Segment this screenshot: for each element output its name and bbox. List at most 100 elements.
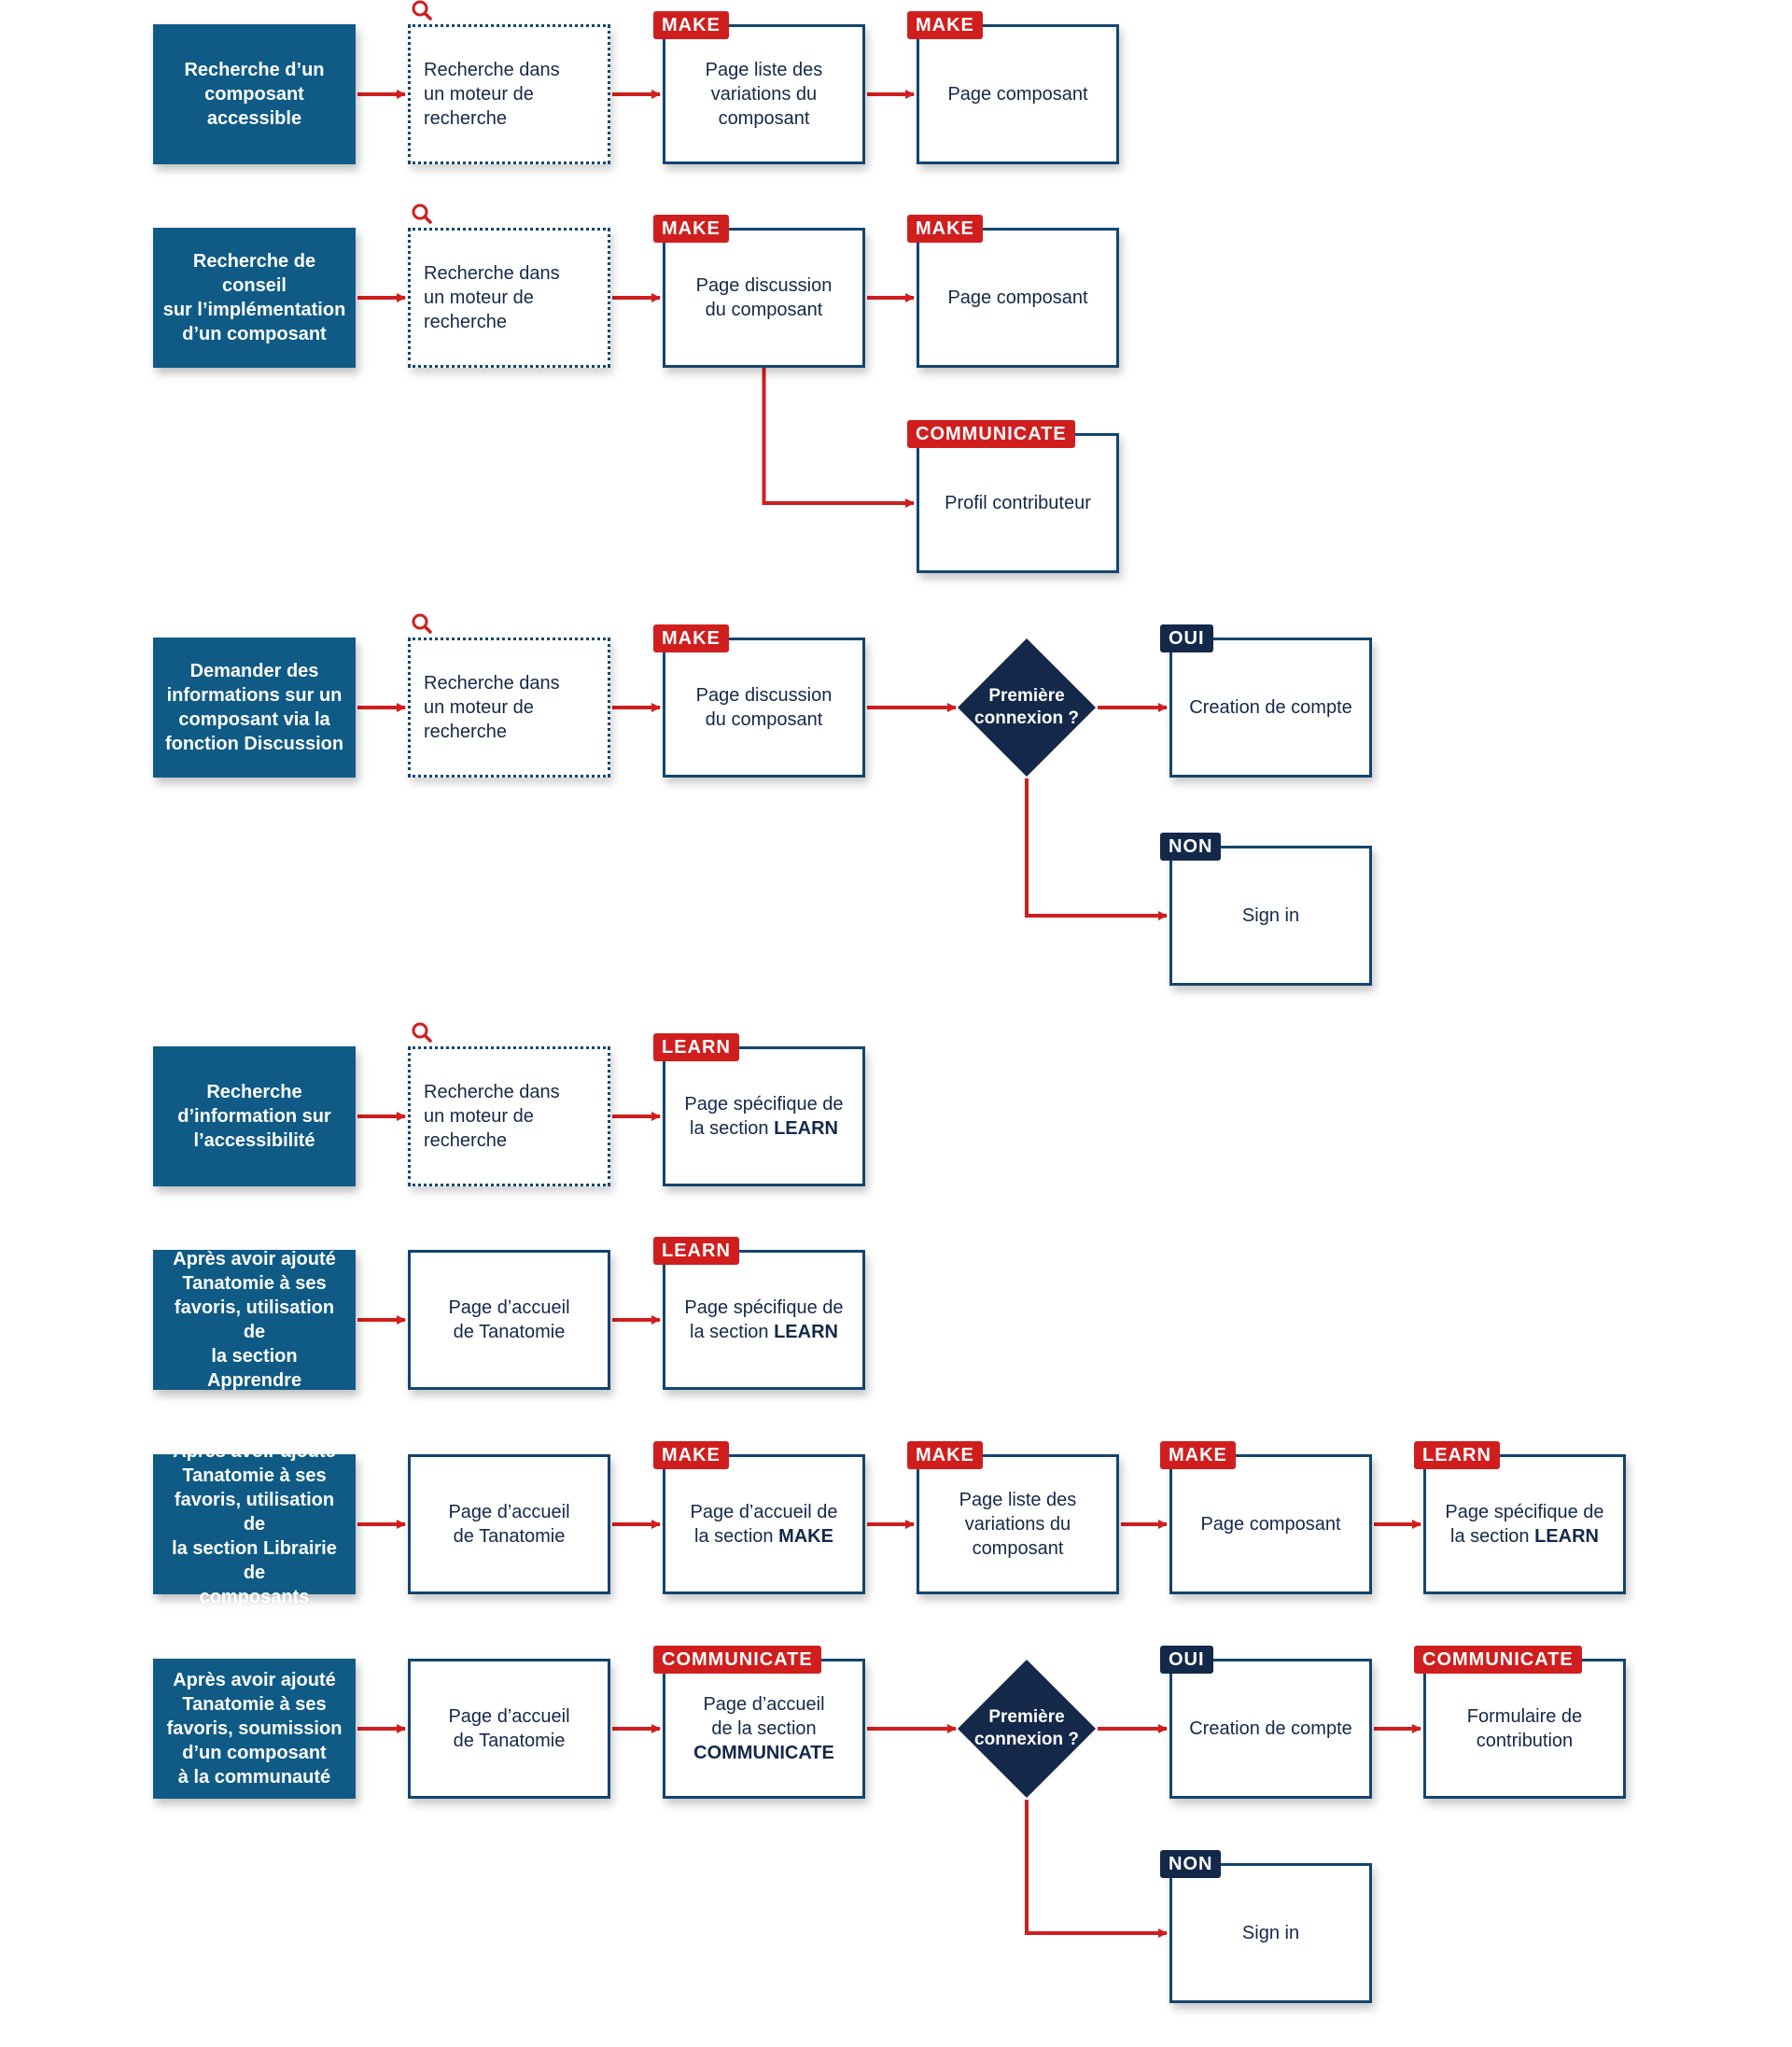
- box-label: Recherche dans un moteur de recherche: [424, 263, 560, 332]
- section-tag: COMMUNICATE: [653, 1646, 821, 1674]
- box-text: Page composant: [1200, 1512, 1340, 1536]
- box-text: Page d’accueil de la section COMMUNICATE: [693, 1692, 834, 1765]
- box-text: Recherche d’un composant accessible: [162, 58, 346, 131]
- magnifier-icon: [412, 0, 432, 21]
- box-text: Creation de compte: [1189, 1717, 1352, 1741]
- search-engine-box: Recherche dans un moteur de recherche: [408, 613, 610, 778]
- box-text: Recherche dans un moteur de recherche: [424, 671, 560, 744]
- page-box-home: Page d’accueil de Tanatomie: [408, 1454, 610, 1594]
- flow-start-box: Recherche d’information sur l’accessibil…: [153, 1046, 356, 1186]
- section-keyword: LEARN: [1534, 1526, 1599, 1547]
- page-box-profile: Profil contributeur: [917, 433, 1119, 573]
- page-box-home: Page d’accueil de Tanatomie: [408, 1250, 610, 1390]
- box-label: Après avoir ajouté Tanatomie à ses favor…: [173, 1249, 336, 1391]
- section-tag: LEARN: [1414, 1441, 1500, 1469]
- page-box-learn-page: Page spécifique de la section LEARN: [663, 1250, 865, 1390]
- flow-arrow: [762, 368, 915, 508]
- page-box-yes: Creation de compte: [1169, 1659, 1372, 1799]
- magnifier-icon: [412, 203, 432, 224]
- box-text: Après avoir ajouté Tanatomie à ses favor…: [162, 1439, 346, 1609]
- box-label: Creation de compte: [1189, 697, 1352, 718]
- box-label: Page d’accueil de Tanatomie: [448, 1706, 570, 1751]
- box-label: Après avoir ajouté Tanatomie à ses favor…: [166, 1670, 343, 1788]
- box-label: Recherche dans un moteur de recherche: [424, 673, 560, 742]
- box-text: Page liste des variations du composant: [706, 58, 823, 131]
- section-tag: MAKE: [653, 624, 729, 652]
- box-text: Sign in: [1242, 904, 1299, 928]
- section-tag: MAKE: [1160, 1441, 1236, 1469]
- box-label: Demander des informations sur un composa…: [164, 661, 344, 754]
- box-label: Formulaire de contribution: [1466, 1706, 1583, 1751]
- box-text: Demander des informations sur un composa…: [165, 659, 343, 756]
- decision-label: Première connexion ?: [974, 686, 1079, 728]
- section-tag: OUI: [1160, 1646, 1213, 1674]
- flow-start-box: Après avoir ajouté Tanatomie à ses favor…: [153, 1441, 356, 1607]
- box-text: Page spécifique de la section LEARN: [1445, 1500, 1603, 1549]
- box-label: Page discussion du composant: [695, 275, 833, 320]
- box-text: Page liste des variations du composant: [959, 1488, 1077, 1561]
- decision-diamond: [958, 1660, 1096, 1798]
- page-box-component-page: Page composant: [917, 228, 1119, 368]
- section-tag: MAKE: [907, 11, 983, 39]
- box-label: Recherche dans un moteur de recherche: [424, 1082, 560, 1151]
- box-text: Page composant: [947, 82, 1087, 106]
- section-tag: MAKE: [653, 215, 729, 243]
- box-text: Page d’accueil de Tanatomie: [448, 1704, 569, 1753]
- page-box-discussion-page: Page discussion du composant: [663, 638, 865, 778]
- box-text: Recherche de conseil sur l’implémentatio…: [162, 249, 346, 346]
- box-label: Creation de compte: [1189, 1718, 1352, 1739]
- box-text: Après avoir ajouté Tanatomie à ses favor…: [162, 1247, 346, 1393]
- section-keyword: LEARN: [774, 1118, 838, 1139]
- box-text: Page discussion du composant: [696, 683, 833, 732]
- box-label: Sign in: [1241, 905, 1300, 926]
- flow-arrow: [1025, 778, 1168, 920]
- box-label: Page d’accueil de Tanatomie: [448, 1297, 570, 1342]
- page-box-form: Formulaire de contribution: [1423, 1659, 1626, 1799]
- section-tag: NON: [1160, 833, 1222, 861]
- box-text: Page d’accueil de la section MAKE: [691, 1500, 838, 1549]
- page-box-learn-page: Page spécifique de la section LEARN: [1423, 1454, 1626, 1594]
- page-box-discussion-page: Page discussion du composant: [663, 228, 865, 368]
- box-label: Recherche dans un moteur de recherche: [424, 60, 560, 129]
- page-box-home: Page d’accueil de Tanatomie: [408, 1659, 610, 1799]
- box-label: Page spécifique de la section: [1445, 1502, 1604, 1547]
- section-tag: MAKE: [653, 1441, 729, 1469]
- page-box-list-page: Page liste des variations du composant: [917, 1454, 1119, 1594]
- section-tag: OUI: [1160, 624, 1213, 652]
- section-keyword: MAKE: [778, 1526, 833, 1547]
- page-box-list-page: Page liste des variations du composant: [663, 24, 865, 164]
- decision-diamond: [958, 638, 1096, 777]
- flow-start-box: Après avoir ajouté Tanatomie à ses favor…: [153, 1659, 356, 1799]
- search-engine-box: Recherche dans un moteur de recherche: [408, 203, 610, 368]
- flow-start-box: Après avoir ajouté Tanatomie à ses favor…: [153, 1247, 356, 1393]
- box-label: Page d’accueil de la section: [690, 1502, 838, 1547]
- box-label: Recherche de conseil sur l’implémentatio…: [162, 251, 346, 344]
- box-text: Profil contributeur: [945, 491, 1091, 515]
- page-box-no: Sign in: [1169, 846, 1372, 986]
- box-label: Page composant: [947, 287, 1088, 308]
- box-text: Page composant: [947, 286, 1087, 310]
- box-text: Recherche dans un moteur de recherche: [424, 261, 560, 334]
- box-label: Page liste des variations du composant: [705, 60, 823, 129]
- box-text: Page spécifique de la section LEARN: [684, 1296, 843, 1344]
- box-text: Après avoir ajouté Tanatomie à ses favor…: [167, 1668, 343, 1789]
- page-box-make-home: Page d’accueil de la section MAKE: [663, 1454, 865, 1594]
- box-text: Formulaire de contribution: [1467, 1704, 1582, 1753]
- box-text: Page d’accueil de Tanatomie: [448, 1500, 569, 1549]
- box-text: Page spécifique de la section LEARN: [684, 1092, 843, 1141]
- box-label: Profil contributeur: [945, 493, 1091, 513]
- section-tag: COMMUNICATE: [907, 420, 1075, 448]
- flow-start-box: Recherche d’un composant accessible: [153, 24, 356, 164]
- box-label: Page discussion du composant: [695, 685, 833, 730]
- box-label: Sign in: [1241, 1923, 1300, 1943]
- box-label: Page d’accueil de Tanatomie: [448, 1502, 570, 1547]
- section-tag: MAKE: [907, 215, 983, 243]
- section-tag: NON: [1160, 1850, 1222, 1878]
- box-text: Page d’accueil de Tanatomie: [448, 1296, 569, 1344]
- box-text: Recherche d’information sur l’accessibil…: [177, 1080, 330, 1153]
- page-box-component-page: Page composant: [917, 24, 1119, 164]
- box-label: Page composant: [947, 84, 1088, 105]
- section-tag: LEARN: [653, 1237, 739, 1265]
